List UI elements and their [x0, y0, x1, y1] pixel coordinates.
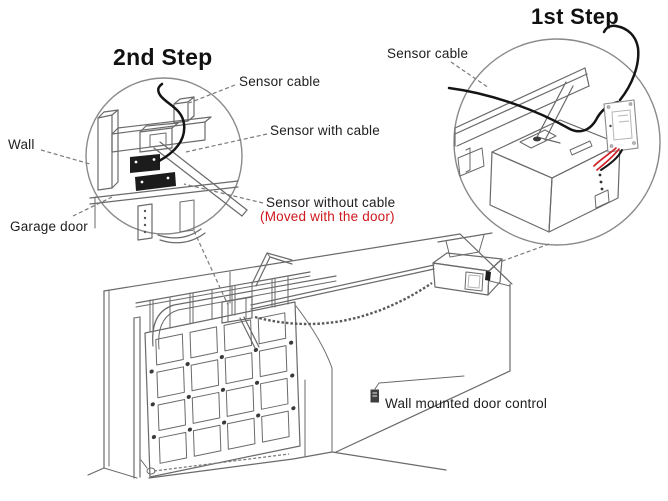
sensor-cable-step1-drawing — [447, 86, 620, 133]
garage-scene-drawing — [87, 232, 513, 479]
title-1st-step: 1st Step — [531, 4, 619, 29]
step2-inset — [85, 77, 248, 244]
leader-sensor-cable-step1 — [450, 61, 490, 89]
label-garage-door: Garage door — [10, 219, 88, 234]
leader-lines — [40, 61, 550, 306]
inset-door-drawing — [89, 180, 239, 244]
title-2nd-step: 2nd Step — [113, 44, 213, 70]
receiver-unit-drawing — [447, 24, 640, 171]
label-wall-mounted-door-control: Wall mounted door control — [385, 396, 548, 411]
label-sensor-with-cable: Sensor with cable — [270, 123, 380, 138]
leader-sensor-with-cable — [185, 133, 268, 153]
opener-rail-drawing — [454, 67, 590, 177]
sensor-with-cable-drawing — [130, 82, 186, 173]
rail-chain-drawing — [221, 252, 435, 349]
leader-sensor-without-cable — [183, 183, 264, 204]
leader-step2-to-door — [193, 230, 229, 306]
sensor-cable-drawing — [157, 82, 186, 163]
label-sensor-cable-step2: Sensor cable — [239, 74, 321, 89]
label-moved-with-door: (Moved with the door) — [260, 209, 395, 224]
step1-inset — [447, 24, 661, 246]
wall-control-drawing — [370, 375, 465, 403]
label-sensor-cable-step1: Sensor cable — [387, 46, 469, 61]
leader-garage-door — [72, 196, 113, 217]
garage-door-drawing — [145, 302, 300, 477]
door-hinges — [149, 340, 296, 440]
sensor-without-cable-drawing — [135, 172, 176, 191]
leader-wall — [40, 149, 91, 165]
label-wall: Wall — [8, 137, 35, 152]
ceiling-lines — [103, 233, 513, 292]
leader-sensor-cable-step2 — [188, 84, 236, 104]
left-wall-drawing — [87, 289, 156, 479]
opener-motor-drawing — [432, 232, 511, 296]
right-wall-drawing — [148, 283, 511, 479]
wall-bracket-drawing — [97, 96, 248, 217]
door-track-drawing — [152, 271, 337, 369]
opener-motor-inset-drawing — [489, 119, 621, 233]
label-sensor-without-cable: Sensor without cable — [266, 195, 396, 210]
leader-step1-to-motor — [496, 243, 550, 264]
